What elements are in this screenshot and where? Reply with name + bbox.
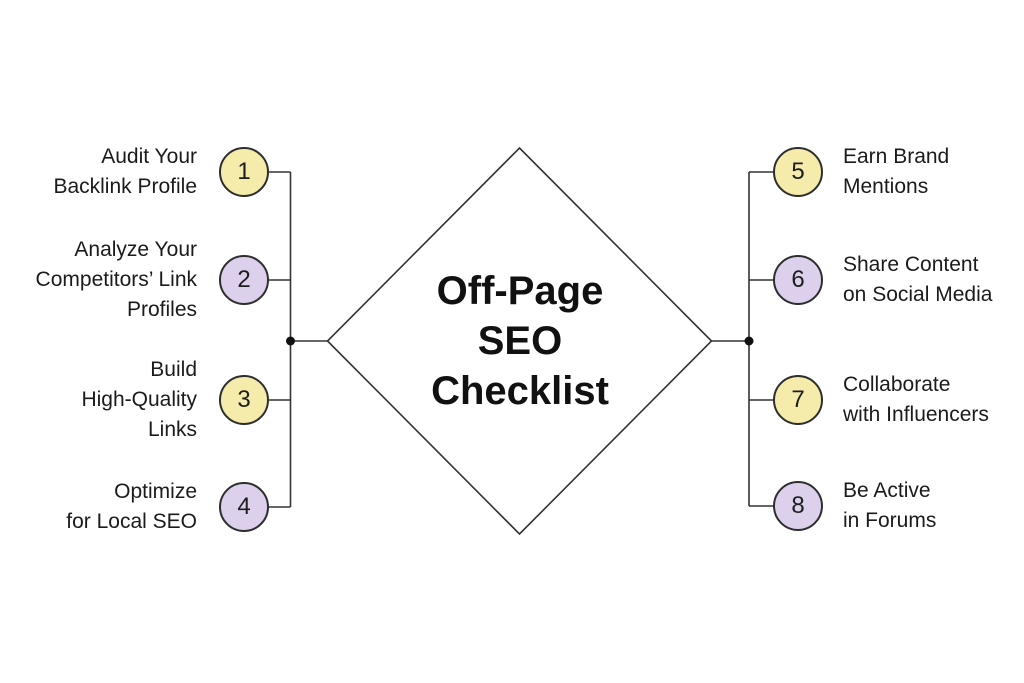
- step-circle-1: 1: [219, 147, 269, 197]
- step-label-7: Collaborate with Influencers: [843, 373, 989, 426]
- step-circle-6: 6: [773, 255, 823, 305]
- step-number-8: 8: [791, 492, 805, 519]
- step-number-6: 6: [791, 266, 805, 293]
- step-number-2: 2: [237, 266, 251, 293]
- step-number-1: 1: [237, 158, 251, 185]
- step-circle-3: 3: [219, 375, 269, 425]
- step-number-5: 5: [791, 158, 805, 185]
- step-circle-5: 5: [773, 147, 823, 197]
- step-circle-7: 7: [773, 375, 823, 425]
- step-label-4: Optimize for Local SEO: [66, 480, 197, 533]
- right-junction-dot: [744, 336, 754, 346]
- step-circle-4: 4: [219, 482, 269, 532]
- step-number-3: 3: [237, 386, 251, 413]
- step-label-3: Build High-Quality Links: [81, 358, 197, 441]
- step-label-8: Be Active in Forums: [843, 479, 937, 532]
- step-number-4: 4: [237, 493, 251, 520]
- step-label-6: Share Content on Social Media: [843, 253, 993, 306]
- step-label-5: Earn Brand Mentions: [843, 145, 950, 198]
- step-circle-8: 8: [773, 481, 823, 531]
- diagram-title: Off-Page SEO Checklist: [431, 269, 609, 413]
- step-label-1: Audit Your Backlink Profile: [53, 145, 197, 198]
- step-circle-2: 2: [219, 255, 269, 305]
- diamond-shape: [326, 146, 713, 536]
- step-number-7: 7: [791, 386, 805, 413]
- step-label-2: Analyze Your Competitors’ Link Profiles: [35, 238, 197, 321]
- left-junction-dot: [286, 336, 295, 346]
